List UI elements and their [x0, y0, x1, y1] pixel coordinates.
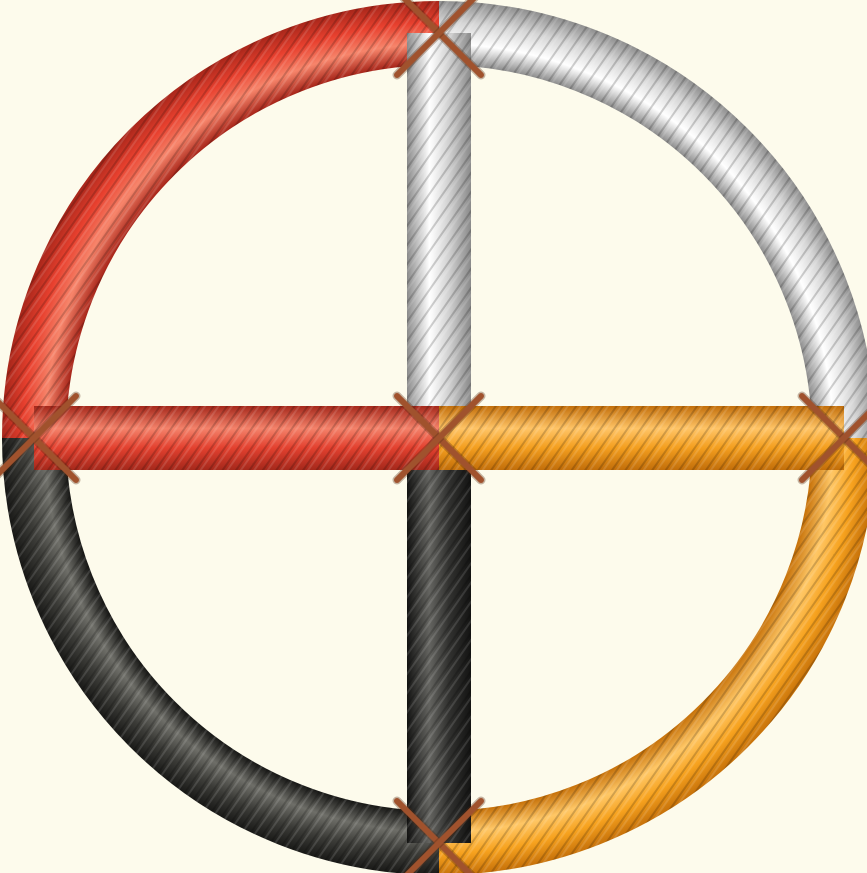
rim-arc-wrap-bottom-left [34, 438, 439, 843]
spoke-wrap-down [407, 438, 471, 843]
spoke-wrap-right [439, 406, 844, 470]
spoke-wrap-up [407, 33, 471, 438]
rim-arc-wrap-top-right [439, 33, 844, 438]
spoke-wrap-left [34, 406, 439, 470]
rim-arc-wrap-top-left [34, 33, 439, 438]
rim-arc-wrap-bottom-right [439, 438, 844, 843]
